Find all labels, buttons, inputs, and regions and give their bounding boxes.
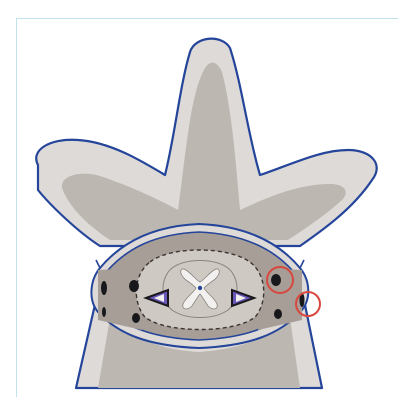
ligament-line-top-left [96, 260, 100, 268]
left-inner-mark-lower [132, 313, 140, 323]
ligament-line-top-right [300, 260, 304, 268]
right-inner-mark-upper [271, 274, 281, 286]
central-canal [198, 286, 202, 290]
left-outer-mark-upper [101, 281, 107, 295]
left-inner-mark-upper [129, 280, 139, 292]
right-inner-mark-lower [274, 309, 282, 319]
left-outer-mark-lower [102, 307, 106, 317]
